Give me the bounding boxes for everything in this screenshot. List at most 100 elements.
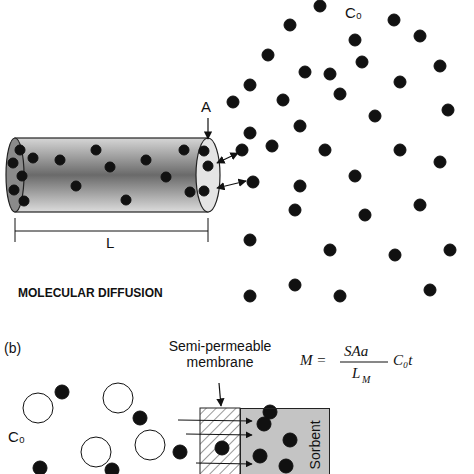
molecule xyxy=(334,88,346,100)
molecule xyxy=(324,244,336,256)
solute-molecule xyxy=(33,461,47,474)
equation-denominator: L xyxy=(352,365,360,382)
molecule xyxy=(349,170,361,182)
molecule xyxy=(294,120,306,132)
solute-molecule xyxy=(173,445,187,459)
sorbent-box: Sorbent xyxy=(240,408,330,474)
dimension-tick xyxy=(15,218,16,242)
molecule xyxy=(442,104,454,116)
molecule xyxy=(15,145,25,155)
equation-subscript: M xyxy=(362,374,370,386)
tube-body xyxy=(15,138,208,212)
solute-molecule xyxy=(133,411,147,425)
molecule xyxy=(121,195,131,205)
equation-numerator: SAa xyxy=(344,343,368,360)
membrane-label: Semi-permeable membrane xyxy=(145,338,295,370)
other-molecule xyxy=(23,393,53,423)
molecule xyxy=(55,155,65,165)
dimension-tick xyxy=(208,218,209,242)
molecule xyxy=(414,199,426,211)
solute-molecule xyxy=(283,433,297,447)
area-label: A xyxy=(201,98,211,115)
molecule xyxy=(284,19,296,31)
molecule xyxy=(334,290,346,302)
molecule xyxy=(247,176,259,188)
molecule xyxy=(9,185,19,195)
pointer-arrow xyxy=(219,383,221,406)
solute-molecule xyxy=(105,463,119,474)
molecule xyxy=(179,145,189,155)
molecule xyxy=(324,68,336,80)
molecule xyxy=(444,244,456,256)
solute-molecule xyxy=(253,449,267,463)
sorbent-fill xyxy=(240,408,330,474)
molecule xyxy=(91,145,101,155)
concentration-label: C₀ xyxy=(8,428,25,445)
solute-molecule xyxy=(55,385,69,399)
molecule xyxy=(277,94,289,106)
dimension-label: L xyxy=(106,234,114,251)
molecule xyxy=(414,30,426,42)
molecule xyxy=(244,234,256,246)
molecule xyxy=(203,161,213,171)
molecule xyxy=(236,144,248,156)
molecule xyxy=(266,140,278,152)
molecule xyxy=(434,60,446,72)
tube-opening xyxy=(196,138,220,212)
flux-arrow xyxy=(196,463,252,464)
molecule xyxy=(394,76,406,88)
molecule xyxy=(227,96,239,108)
molecule xyxy=(141,155,151,165)
molecule xyxy=(17,171,27,181)
molecule xyxy=(294,180,306,192)
concentration-label: C₀ xyxy=(345,4,362,21)
other-molecule xyxy=(135,430,165,460)
molecule xyxy=(314,0,326,12)
molecules-outside xyxy=(227,0,456,302)
molecule xyxy=(434,156,446,168)
molecule xyxy=(349,34,361,46)
molecule xyxy=(394,144,406,156)
exchange-arrow xyxy=(217,153,238,163)
molecule xyxy=(319,144,331,156)
molecule xyxy=(369,110,381,122)
equation-term: C₀t xyxy=(393,352,412,369)
flux-arrow xyxy=(186,434,252,435)
other-molecule xyxy=(103,383,133,413)
molecule xyxy=(199,146,209,156)
fraction-bar xyxy=(340,361,388,362)
exchange-arrow xyxy=(217,181,246,188)
molecule xyxy=(289,204,301,216)
molecule xyxy=(262,49,274,61)
molecule xyxy=(244,127,256,139)
molecule xyxy=(105,162,115,172)
dimension-line xyxy=(15,231,208,232)
panel-letter: (b) xyxy=(4,340,21,356)
molecule xyxy=(185,187,195,197)
panel-caption: MOLECULAR DIFFUSION xyxy=(18,287,163,301)
molecule xyxy=(244,79,256,91)
molecule xyxy=(388,14,400,26)
molecule xyxy=(161,172,171,182)
molecules-inside xyxy=(8,145,213,206)
solute-molecule xyxy=(215,441,229,455)
molecule xyxy=(356,56,368,68)
equation-term: M = xyxy=(300,352,326,369)
molecule xyxy=(71,181,81,191)
molecules-bottom xyxy=(23,383,297,474)
molecule xyxy=(289,279,301,291)
molecule xyxy=(28,153,38,163)
molecule xyxy=(19,196,29,206)
sorbent-label: Sorbent xyxy=(308,420,323,469)
molecule xyxy=(199,186,209,196)
pointer-arrow xyxy=(207,118,208,139)
other-molecule xyxy=(81,437,111,467)
molecule xyxy=(8,158,18,168)
molecule xyxy=(389,249,401,261)
molecule xyxy=(299,66,311,78)
solute-molecule xyxy=(279,459,293,473)
molecule xyxy=(244,290,256,302)
